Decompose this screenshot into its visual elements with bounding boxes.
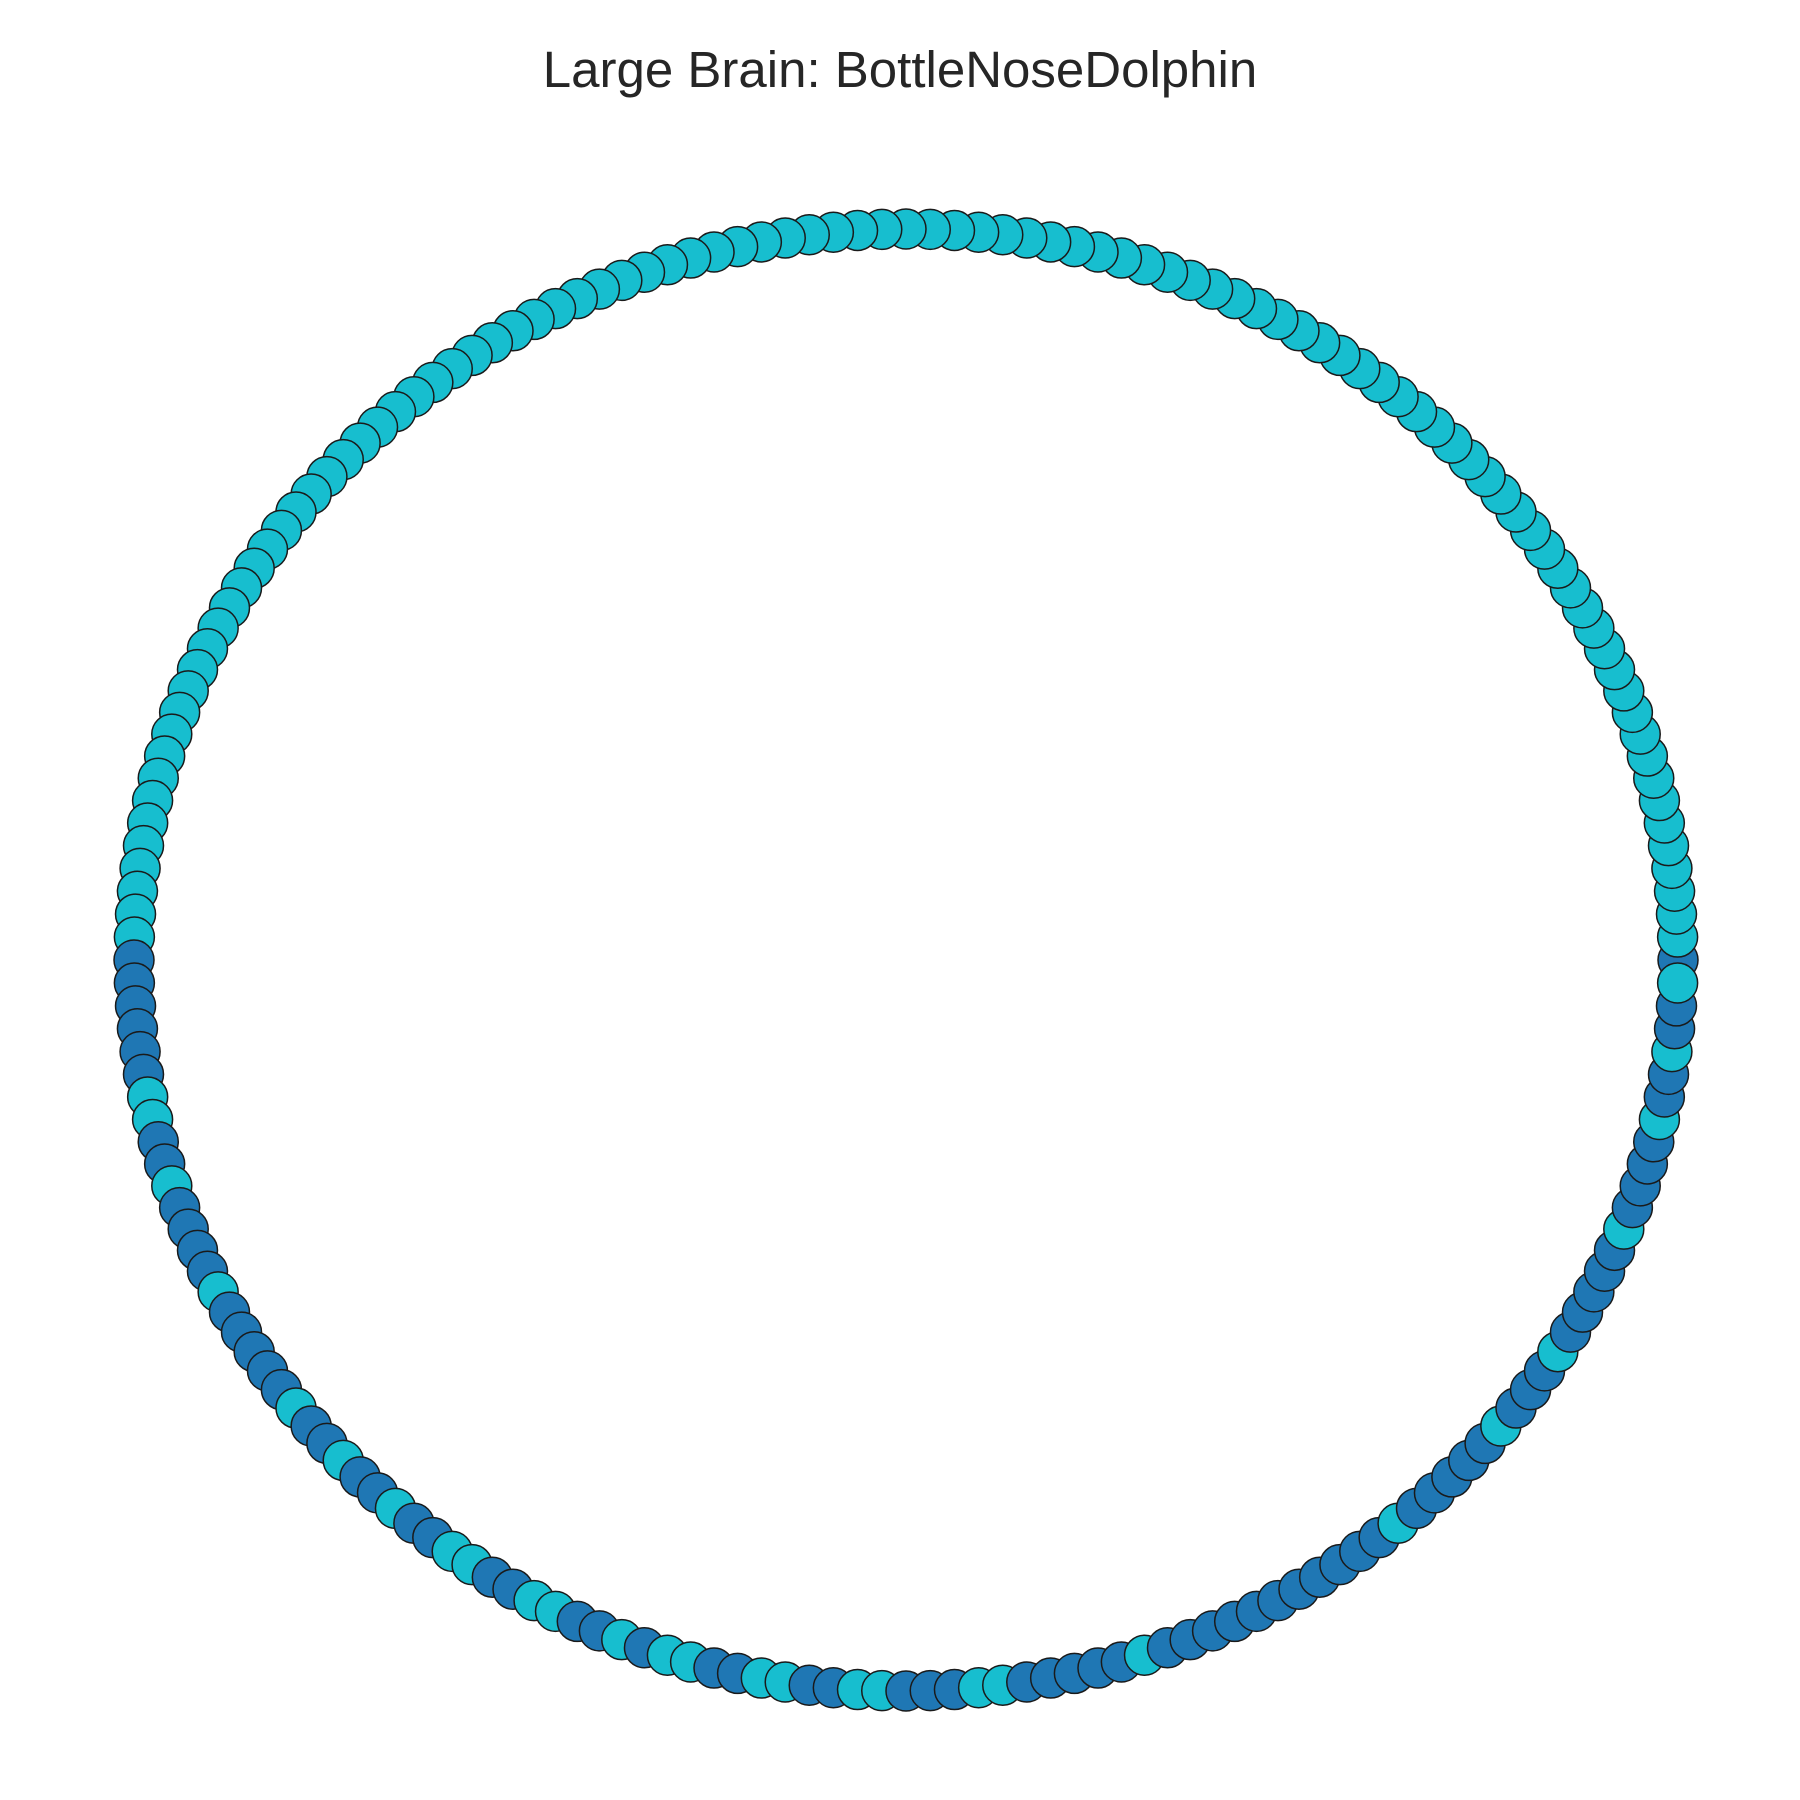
nodes-layer: [113, 208, 1699, 1712]
figure-title: Large Brain: BottleNoseDolphin: [542, 41, 1258, 98]
network-node: [1656, 962, 1699, 1004]
